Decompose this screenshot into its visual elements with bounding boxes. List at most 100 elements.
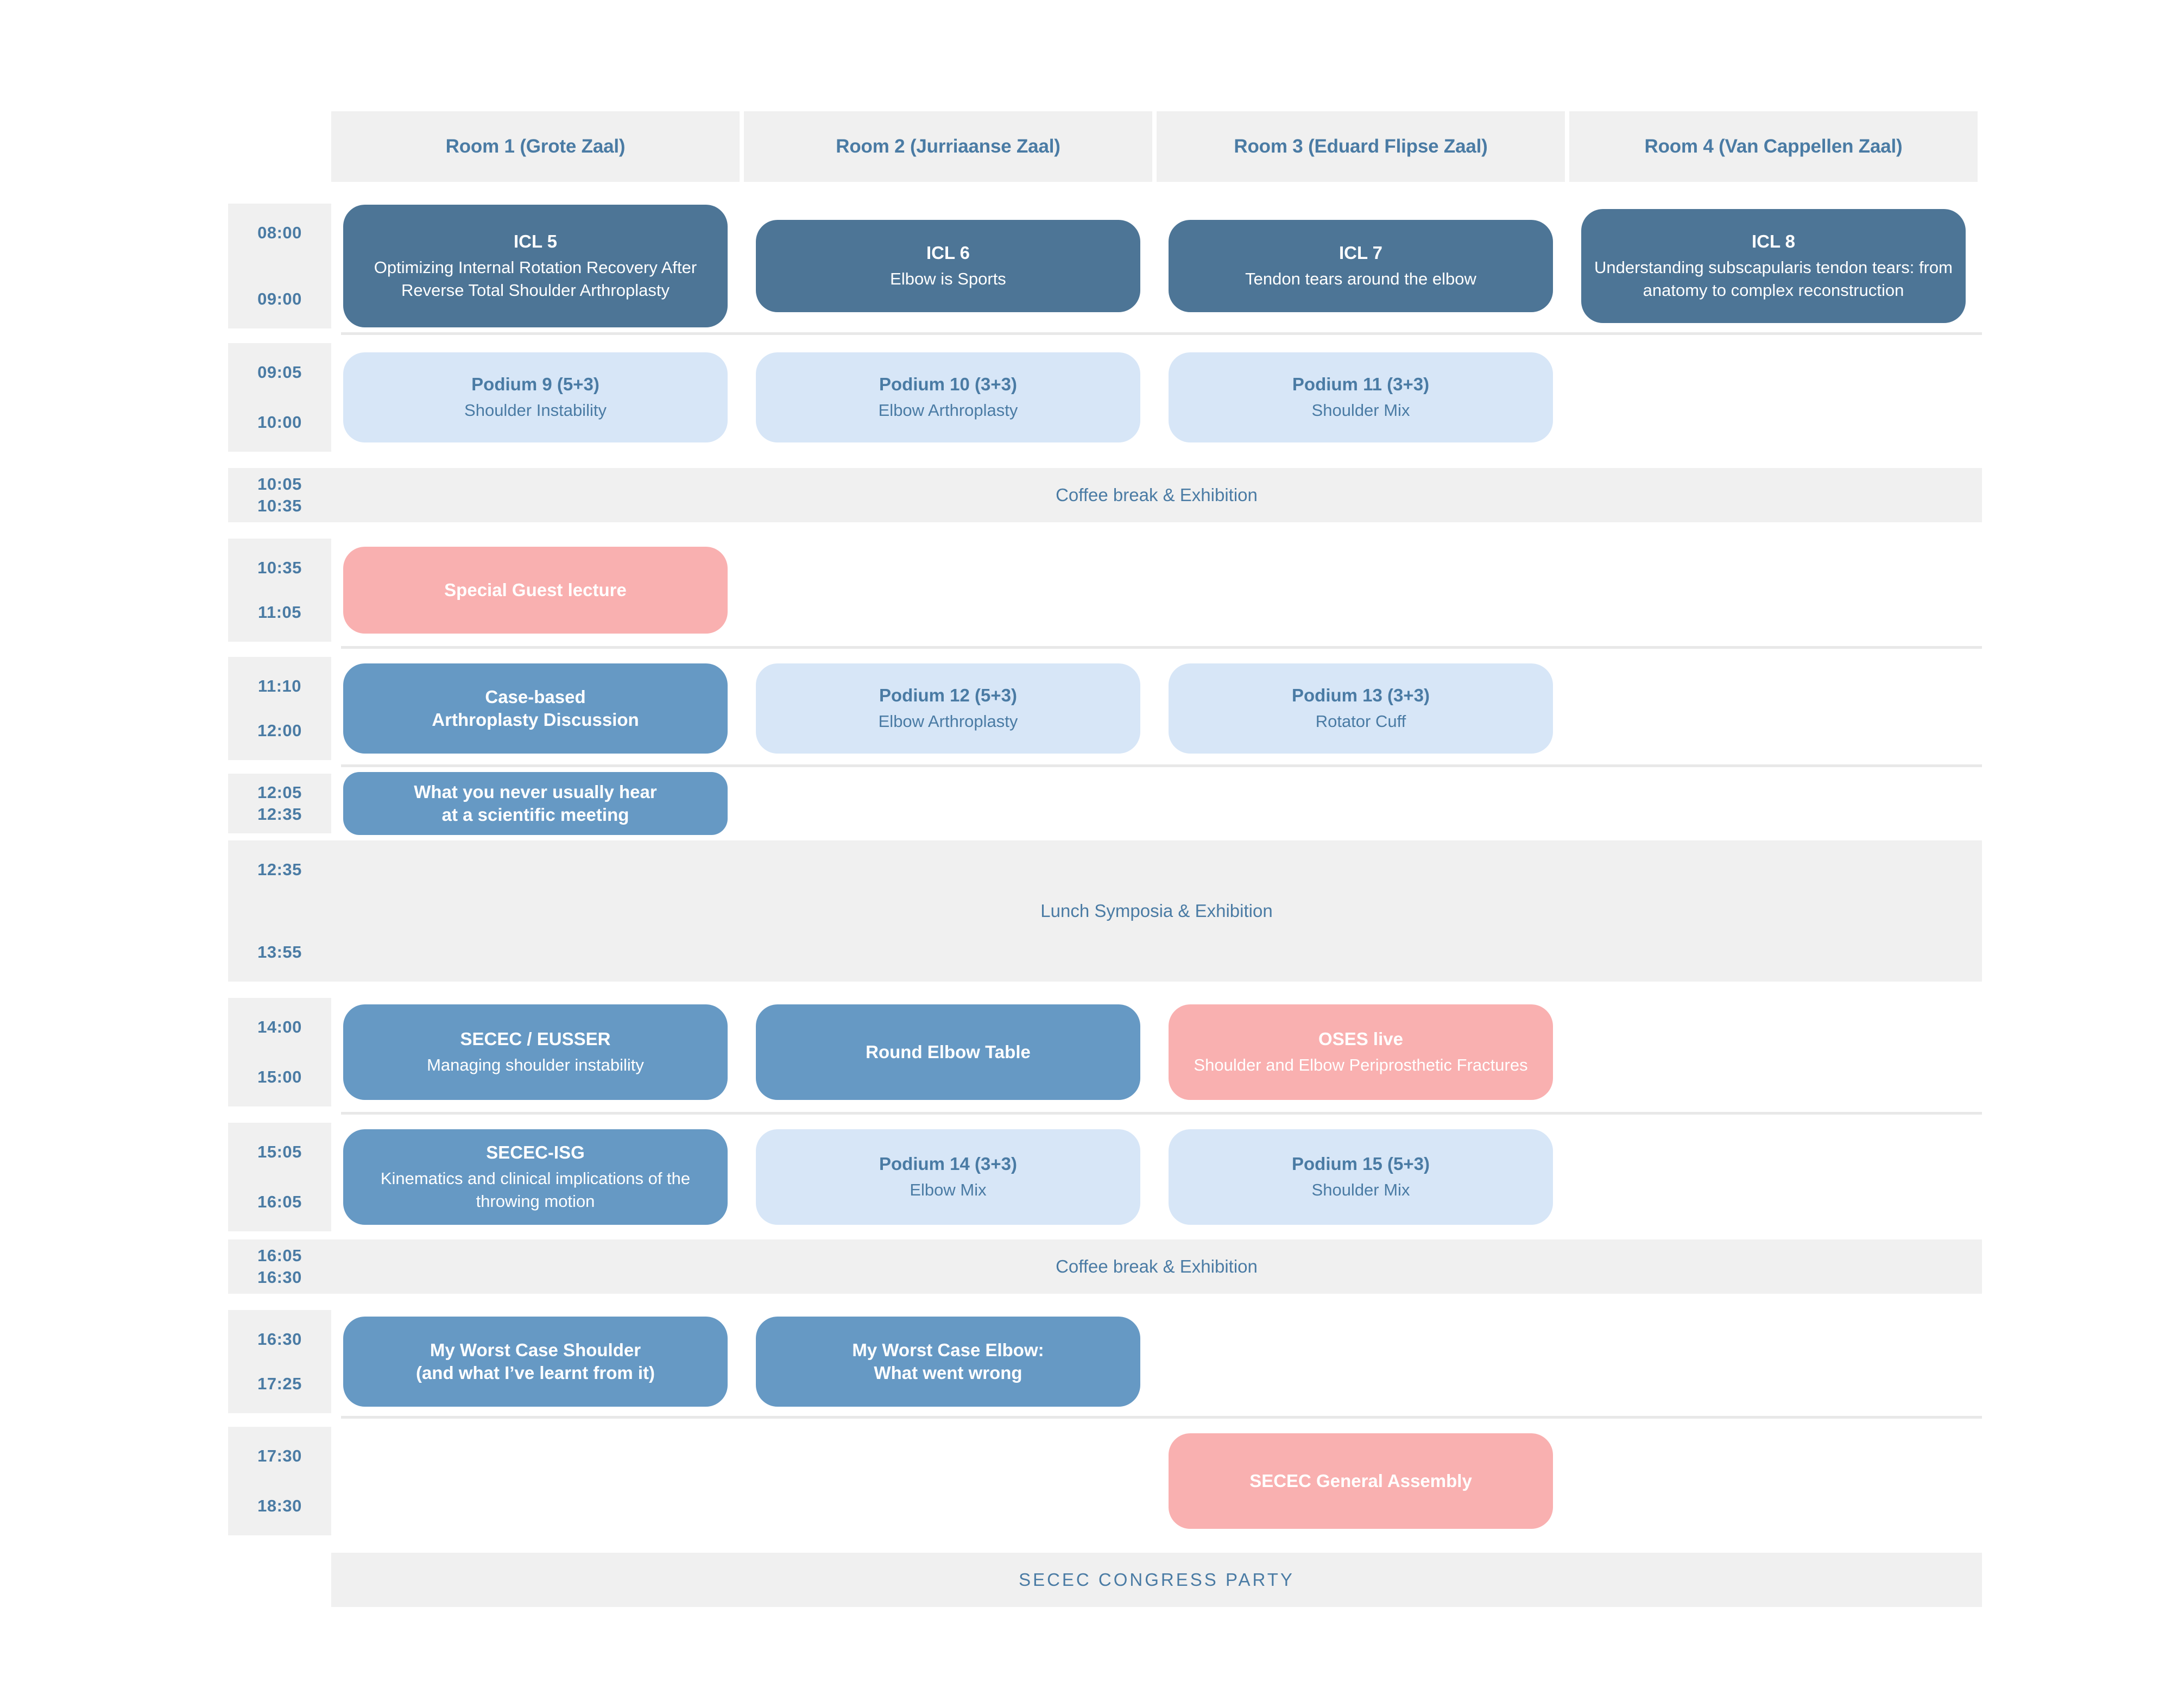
session-card-special-guest-lecture[interactable]: Special Guest lecture <box>343 547 728 634</box>
session-slot-room2-empty <box>744 539 1152 642</box>
session-card-my-worst-case-shoulder[interactable]: My Worst Case Shoulder (and what I’ve le… <box>343 1317 728 1407</box>
session-title: Podium 10 (3+3) <box>879 374 1017 394</box>
session-title: Podium 11 (3+3) <box>1292 374 1430 394</box>
schedule-row-icl: 08:00 09:00 ICL 5 Optimizing Internal Ro… <box>0 204 2172 328</box>
session-card-icl6[interactable]: ICL 6 Elbow is Sports <box>756 220 1140 312</box>
session-subtitle: Shoulder Mix <box>1311 1180 1410 1200</box>
schedule-row-coffee-am: 10:05 10:35 Coffee break & Exhibition <box>0 468 2172 522</box>
session-card-podium9[interactable]: Podium 9 (5+3) Shoulder Instability <box>343 352 728 442</box>
session-slot-room2: ICL 6 Elbow is Sports <box>744 204 1152 328</box>
session-card-my-worst-case-elbow[interactable]: My Worst Case Elbow: What went wrong <box>756 1317 1140 1407</box>
session-card-case-based-arthroplasty[interactable]: Case-based Arthroplasty Discussion <box>343 663 728 754</box>
time-slot-1205: 12:05 12:35 <box>228 774 331 833</box>
break-label: Lunch Symposia & Exhibition <box>1040 901 1273 921</box>
session-card-oses-live[interactable]: OSES live Shoulder and Elbow Periprosthe… <box>1169 1004 1553 1100</box>
session-title-line2: at a scientific meeting <box>441 805 629 825</box>
time-slot-1730: 17:30 18:30 <box>228 1427 331 1535</box>
session-card-icl7[interactable]: ICL 7 Tendon tears around the elbow <box>1169 220 1553 312</box>
time-end: 17:25 <box>257 1374 302 1393</box>
session-title-line2: (and what I’ve learnt from it) <box>415 1363 655 1383</box>
session-card-round-elbow-table[interactable]: Round Elbow Table <box>756 1004 1140 1100</box>
session-slot-room3-empty <box>1157 539 1565 642</box>
session-subtitle: Elbow Mix <box>910 1180 987 1200</box>
session-title: What you never usually hear <box>414 781 657 802</box>
session-subtitle: Kinematics and clinical implications of … <box>380 1169 691 1211</box>
session-subtitle: Elbow Arthroplasty <box>878 401 1018 420</box>
room-header-2: Room 2 (Jurriaanse Zaal) <box>744 111 1152 182</box>
room-column-headers: Room 1 (Grote Zaal) Room 2 (Jurriaanse Z… <box>331 111 1982 182</box>
session-subtitle: Shoulder Mix <box>1311 401 1410 420</box>
session-slot-room2-empty <box>744 774 1152 833</box>
session-slot-room3-empty <box>1157 774 1565 833</box>
session-card-podium14[interactable]: Podium 14 (3+3) Elbow Mix <box>756 1129 1140 1225</box>
session-slot-room4-empty <box>1569 1310 1978 1413</box>
time-slot-0905: 09:05 10:00 <box>228 343 331 452</box>
session-slot-room3: ICL 7 Tendon tears around the elbow <box>1157 204 1565 328</box>
session-subtitle: Shoulder Instability <box>464 401 607 420</box>
session-slot-room3: SECEC General Assembly <box>1157 1427 1565 1535</box>
session-slot-room1: SECEC / EUSSER Managing shoulder instabi… <box>331 998 740 1106</box>
row-divider <box>341 1416 1982 1419</box>
schedule-row-what-you-never-hear: 12:05 12:35 What you never usually hear … <box>0 771 2172 836</box>
session-slot-room2: Round Elbow Table <box>744 998 1152 1106</box>
row-divider <box>341 1112 1982 1115</box>
session-card-what-you-never-hear[interactable]: What you never usually hear at a scienti… <box>343 771 728 836</box>
session-title: ICL 7 <box>1338 242 1383 263</box>
session-subtitle: Rotator Cuff <box>1315 712 1406 731</box>
room-header-3: Room 3 (Eduard Flipse Zaal) <box>1157 111 1565 182</box>
session-slot-room1: ICL 5 Optimizing Internal Rotation Recov… <box>331 204 740 328</box>
time-end: 13:55 <box>257 942 302 961</box>
session-card-secec-eusser[interactable]: SECEC / EUSSER Managing shoulder instabi… <box>343 1004 728 1100</box>
session-title: SECEC / EUSSER <box>460 1028 611 1049</box>
time-start: 15:05 <box>257 1142 302 1161</box>
session-card-podium15[interactable]: Podium 15 (5+3) Shoulder Mix <box>1169 1129 1553 1225</box>
break-bar-coffee-am: Coffee break & Exhibition <box>331 468 1982 522</box>
break-bar-lunch: Lunch Symposia & Exhibition <box>331 840 1982 982</box>
time-end: 16:05 <box>257 1192 302 1211</box>
session-slot-room2: Podium 10 (3+3) Elbow Arthroplasty <box>744 343 1152 452</box>
session-card-secec-general-assembly[interactable]: SECEC General Assembly <box>1169 1433 1553 1529</box>
congress-party-label: SECEC CONGRESS PARTY <box>1019 1570 1295 1590</box>
session-subtitle: Elbow is Sports <box>890 269 1006 289</box>
session-slot-room3: Podium 13 (3+3) Rotator Cuff <box>1157 657 1565 760</box>
time-start: 16:30 <box>257 1330 302 1349</box>
session-slot-room4-empty <box>1569 1427 1978 1535</box>
schedule-row-my-worst-case: 16:30 17:25 My Worst Case Shoulder (and … <box>0 1310 2172 1413</box>
session-title: Podium 14 (3+3) <box>879 1153 1017 1174</box>
session-title: My Worst Case Elbow: <box>852 1339 1044 1360</box>
room-header-label: Room 2 (Jurriaanse Zaal) <box>836 136 1060 157</box>
time-start: 10:35 <box>257 558 302 577</box>
session-title: ICL 6 <box>926 242 970 263</box>
session-slot-room1-empty <box>331 1427 740 1535</box>
time-end: 10:35 <box>257 496 302 515</box>
session-card-icl8[interactable]: ICL 8 Understanding subscapularis tendon… <box>1581 209 1966 323</box>
session-slot-room1: What you never usually hear at a scienti… <box>331 771 740 836</box>
session-card-podium12[interactable]: Podium 12 (5+3) Elbow Arthroplasty <box>756 663 1140 754</box>
session-slot-room1: Podium 9 (5+3) Shoulder Instability <box>331 343 740 452</box>
time-end: 12:35 <box>257 805 302 824</box>
time-end: 10:00 <box>257 413 302 432</box>
session-slot-room4-empty <box>1569 539 1978 642</box>
session-title: ICL 5 <box>513 231 558 252</box>
room-header-label: Room 1 (Grote Zaal) <box>445 136 626 157</box>
time-slot-1005: 10:05 10:35 <box>228 468 331 522</box>
schedule-row-coffee-pm: 16:05 16:30 Coffee break & Exhibition <box>0 1239 2172 1294</box>
break-label: Coffee break & Exhibition <box>1056 1256 1258 1276</box>
session-slot-room4-empty <box>1569 657 1978 760</box>
time-start: 12:05 <box>257 783 302 802</box>
time-end: 12:00 <box>257 721 302 740</box>
time-end: 09:00 <box>257 289 302 308</box>
session-title-line2: Arthroplasty Discussion <box>432 710 639 730</box>
session-card-icl5[interactable]: ICL 5 Optimizing Internal Rotation Recov… <box>343 205 728 327</box>
session-slot-room4-empty <box>1569 998 1978 1106</box>
row-divider <box>341 764 1982 767</box>
session-card-podium10[interactable]: Podium 10 (3+3) Elbow Arthroplasty <box>756 352 1140 442</box>
session-slot-room3-empty <box>1157 1310 1565 1413</box>
session-subtitle: Elbow Arthroplasty <box>878 712 1018 731</box>
time-start: 16:05 <box>257 1246 302 1265</box>
session-card-podium13[interactable]: Podium 13 (3+3) Rotator Cuff <box>1169 663 1553 754</box>
session-subtitle: Tendon tears around the elbow <box>1245 269 1476 289</box>
session-subtitle: Managing shoulder instability <box>427 1055 644 1075</box>
session-card-secec-isg[interactable]: SECEC-ISG Kinematics and clinical implic… <box>343 1129 728 1225</box>
session-card-podium11[interactable]: Podium 11 (3+3) Shoulder Mix <box>1169 352 1553 442</box>
